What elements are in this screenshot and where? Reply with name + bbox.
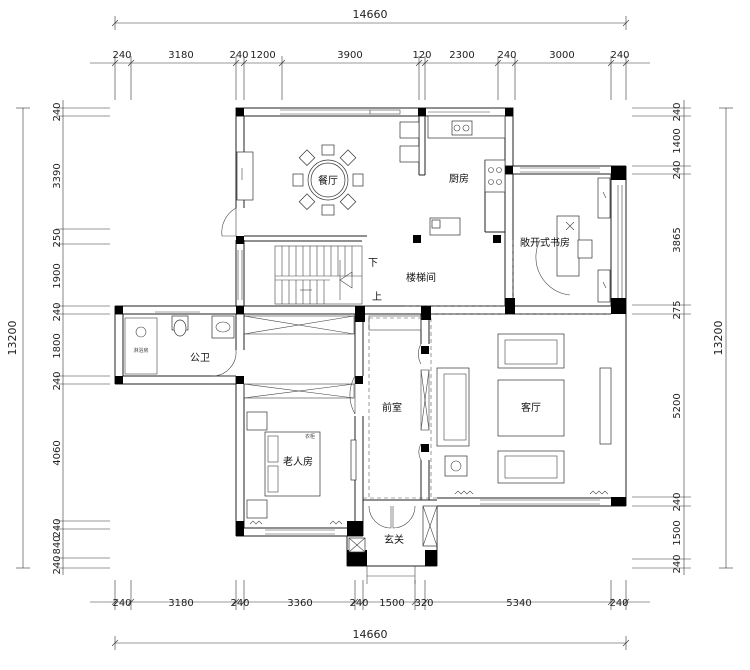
label-bathroom: 公卫 [190, 353, 210, 364]
label-study: 敞开式书房 [520, 236, 570, 249]
label-dining: 餐厅 [318, 174, 338, 187]
left-total-dimension: 13200 [6, 321, 19, 356]
right-dim-5: 275 [672, 300, 683, 319]
top-dim-10: 240 [610, 50, 629, 61]
bottom-dim-8: 5340 [506, 598, 531, 609]
right-dim-2: 1400 [672, 128, 683, 153]
top-total-dimension: 14660 [353, 8, 388, 21]
dining-sideboard [236, 151, 254, 201]
bottom-total-dimension: 14660 [353, 628, 388, 641]
right-dimensions: 13200 240 1400 240 3865 275 5200 240 150… [632, 100, 733, 575]
label-entrance: 玄关 [384, 533, 404, 546]
left-dim-10: 840 [52, 535, 63, 554]
left-dimensions: 13200 240 3390 250 1900 240 1800 240 406… [6, 100, 110, 575]
bottom-dim-6: 1500 [379, 598, 404, 609]
right-total-dimension: 13200 [712, 321, 725, 356]
top-dim-7: 2300 [449, 50, 474, 61]
label-kitchen: 厨房 [449, 172, 469, 185]
right-dim-1: 240 [672, 102, 683, 121]
right-dim-3: 240 [672, 160, 683, 179]
bottom-dim-4: 3360 [287, 598, 312, 609]
top-dim-1: 240 [112, 50, 131, 61]
doors [211, 207, 422, 529]
left-dim-11: 240 [52, 555, 63, 574]
right-dim-9: 240 [672, 554, 683, 573]
top-dim-2: 3180 [168, 50, 193, 61]
top-dim-9: 3000 [549, 50, 574, 61]
label-living: 客厅 [521, 401, 541, 414]
bottom-dim-5: 240 [349, 598, 368, 609]
top-dimensions: 14660 240 3180 240 1200 3900 12 [90, 8, 650, 100]
entrance-fixtures [348, 505, 438, 553]
columns [115, 108, 626, 566]
bottom-dim-3: 240 [230, 598, 249, 609]
right-dim-4: 3865 [672, 227, 683, 252]
right-dim-6: 5200 [672, 393, 683, 418]
label-stair-up: 上 [372, 291, 382, 303]
living-furniture [436, 333, 612, 495]
top-dim-3: 240 [229, 50, 248, 61]
label-wardrobe: 衣柜 [305, 433, 315, 440]
label-stairwell: 楼梯间 [406, 271, 436, 284]
bottom-dim-7: 320 [414, 598, 433, 609]
top-dim-5: 3900 [337, 50, 362, 61]
staircase [274, 245, 363, 305]
bottom-dim-2: 3180 [168, 598, 193, 609]
left-dim-3: 250 [52, 228, 63, 247]
label-foyer: 前室 [382, 401, 402, 414]
left-dim-8: 4060 [52, 440, 63, 465]
left-dim-4: 1900 [52, 263, 63, 288]
bottom-dim-1: 240 [112, 598, 131, 609]
left-dim-7: 240 [52, 371, 63, 390]
right-dim-8: 1500 [672, 520, 683, 545]
bottom-dimensions: 240 3180 240 3360 240 1500 320 5340 240 … [90, 580, 650, 650]
kitchen-fixtures [399, 115, 506, 236]
left-dim-9: 240 [52, 518, 63, 537]
bedroom-furniture [243, 383, 357, 525]
left-dim-6: 1800 [52, 333, 63, 358]
room-labels: 餐厅 厨房 敞开式书房 楼梯间 下 上 公卫 淋浴房 前室 客厅 老人房 衣柜 … [133, 172, 570, 546]
zone-lines [363, 240, 611, 499]
hall-cabinets [243, 315, 430, 431]
top-dim-8: 240 [497, 50, 516, 61]
left-dim-2: 3390 [52, 163, 63, 188]
label-shower: 淋浴房 [133, 347, 148, 354]
top-dim-6: 120 [412, 50, 431, 61]
study-furniture [535, 177, 611, 303]
bathroom-fixtures [124, 311, 235, 375]
bottom-dim-9: 240 [609, 598, 628, 609]
top-dim-4: 1200 [250, 50, 275, 61]
dining-table [292, 144, 364, 216]
left-dim-5: 240 [52, 302, 63, 321]
left-dim-1: 240 [52, 102, 63, 121]
right-dim-7: 240 [672, 492, 683, 511]
label-elder-bedroom: 老人房 [283, 455, 313, 468]
label-stair-down: 下 [368, 258, 378, 269]
